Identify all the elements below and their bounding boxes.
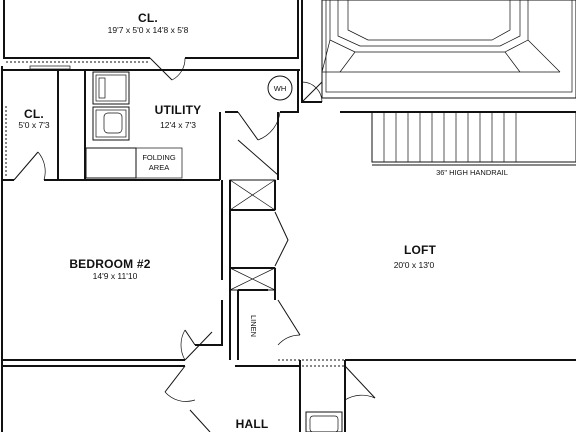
folding-area-label-2: AREA (149, 163, 169, 172)
loft-dims: 20'0 x 13'0 (394, 260, 435, 270)
washer (92, 106, 130, 141)
bedroom2-name: BEDROOM #2 (69, 257, 150, 271)
linen-label: LINEN (249, 315, 258, 337)
water-heater (267, 75, 293, 101)
stair-treads (383, 112, 517, 162)
utility-dims: 12'4 x 7'3 (160, 120, 196, 130)
utility-name: UTILITY (155, 103, 202, 117)
doors (13, 57, 376, 433)
stair-tray-detail (301, 0, 576, 166)
folding-area-label-1: FOLDING (142, 153, 176, 162)
loft-name: LOFT (404, 243, 437, 257)
dryer (92, 71, 130, 105)
labels: CL. 19'7 x 5'0 x 14'8 x 5'8 CL. 5'0 x 7'… (18, 11, 508, 431)
bathtub (305, 411, 343, 433)
closet-top-dims: 19'7 x 5'0 x 14'8 x 5'8 (108, 25, 189, 35)
handrail-label: 36" HIGH HANDRAIL (436, 168, 508, 177)
fixtures (5, 61, 345, 433)
folding-counter (85, 147, 137, 179)
hall-name: HALL (236, 417, 269, 431)
closet-left-dims: 5'0 x 7'3 (18, 120, 49, 130)
water-heater-label: WH (274, 84, 287, 93)
closet-left-name: CL. (24, 107, 44, 121)
closet-top-name: CL. (138, 11, 158, 25)
bedroom2-dims: 14'9 x 11'10 (93, 271, 138, 281)
